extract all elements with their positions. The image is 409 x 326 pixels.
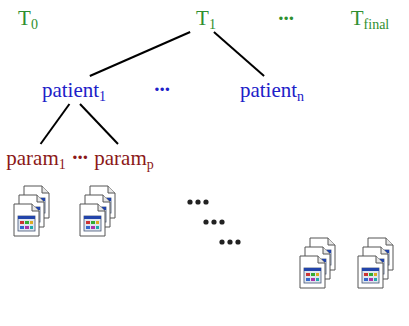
node-text: param1 xyxy=(6,146,65,170)
ellipsis-label: ... xyxy=(72,142,88,162)
node-text: patientn xyxy=(240,78,304,102)
patient-node: patient1 xyxy=(39,77,109,103)
patient-node: patientn xyxy=(237,77,307,103)
tree-connector xyxy=(90,32,190,76)
time-node: T1 xyxy=(193,5,219,31)
tree-connector xyxy=(214,32,264,76)
node-text: T0 xyxy=(18,6,38,30)
tree-connector xyxy=(80,104,118,144)
node-text: T1 xyxy=(196,6,216,30)
ellipsis-label: ... xyxy=(278,3,294,23)
node-text: Tfinal xyxy=(351,6,389,30)
param-node: paramp xyxy=(91,145,156,171)
time-node: Tfinal xyxy=(348,5,392,31)
node-text: paramp xyxy=(94,146,153,170)
node-text: patient1 xyxy=(42,78,106,102)
param-node: param1 xyxy=(3,145,68,171)
time-node: T0 xyxy=(15,5,41,31)
ellipsis-label: ... xyxy=(154,74,170,94)
tree-connector xyxy=(41,104,70,144)
